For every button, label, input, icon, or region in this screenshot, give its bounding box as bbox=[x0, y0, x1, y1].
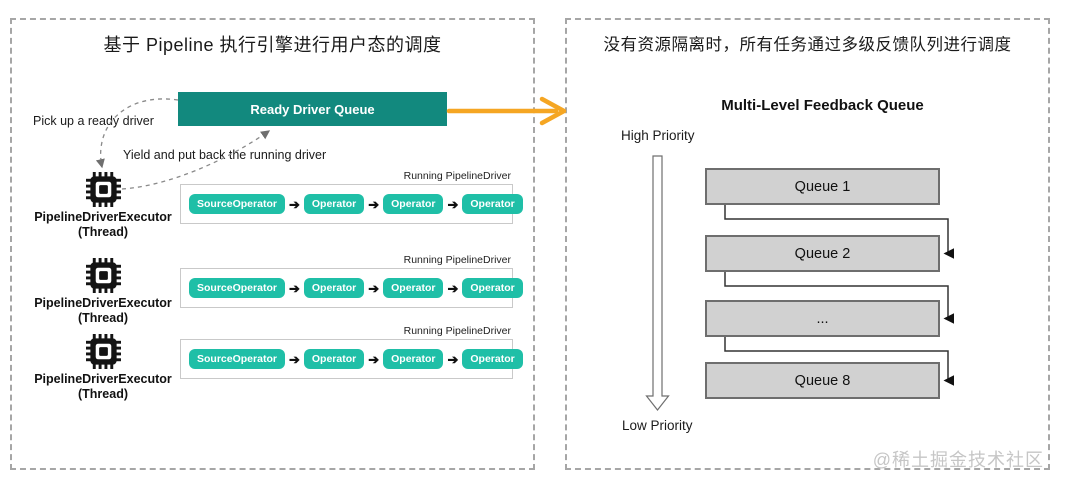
left-panel-title: 基于 Pipeline 执行引擎进行用户态的调度 bbox=[103, 35, 442, 55]
low-priority-label: Low Priority bbox=[622, 418, 693, 433]
operator-chip: Operator bbox=[303, 349, 365, 369]
executor-label: PipelineDriverExecutor bbox=[34, 210, 172, 224]
queue-box-2: Queue 2 bbox=[705, 235, 940, 272]
operator-chip: Operator bbox=[462, 278, 523, 298]
right-panel-title: 没有资源隔离时，所有任务通过多级反馈队列进行调度 bbox=[603, 36, 1012, 54]
left-panel: 基于 Pipeline 执行引擎进行用户态的调度 bbox=[10, 18, 535, 470]
executor-thread-label: (Thread) bbox=[78, 386, 128, 401]
flow-arrow-icon: ➔ bbox=[288, 351, 300, 367]
queue-box-ellipsis: ... bbox=[705, 300, 940, 337]
ready-driver-queue-box: Ready Driver Queue bbox=[178, 92, 447, 126]
queue-box-8: Queue 8 bbox=[705, 362, 940, 399]
running-pipeline-label: Running PipelineDriver bbox=[403, 254, 511, 266]
executor-label: PipelineDriverExecutor bbox=[34, 296, 172, 310]
executor-label: PipelineDriverExecutor bbox=[34, 372, 172, 386]
flow-arrow-icon: ➔ bbox=[447, 196, 459, 212]
flow-arrow-icon: ➔ bbox=[368, 351, 380, 367]
watermark: @稀土掘金技术社区 bbox=[872, 450, 1044, 470]
source-operator-chip: SourceOperator bbox=[189, 194, 285, 214]
executor-thread-label: (Thread) bbox=[78, 224, 128, 239]
source-operator-chip: SourceOperator bbox=[189, 349, 285, 369]
flow-arrow-icon: ➔ bbox=[447, 280, 459, 296]
yield-driver-note: Yield and put back the running driver bbox=[123, 148, 327, 162]
flow-arrow-icon: ➔ bbox=[288, 280, 300, 296]
mlfq-title: Multi-Level Feedback Queue bbox=[721, 97, 924, 114]
operator-chip: Operator bbox=[383, 278, 444, 298]
flow-arrow-icon: ➔ bbox=[447, 351, 459, 367]
pipeline-box: SourceOperator ➔ Operator ➔ Operator ➔ O… bbox=[180, 339, 523, 379]
running-pipeline-label: Running PipelineDriver bbox=[403, 170, 511, 182]
pipeline-box: SourceOperator ➔ Operator ➔ Operator ➔ O… bbox=[180, 268, 523, 308]
operator-chip: Operator bbox=[383, 194, 444, 214]
cpu-chip-icon bbox=[85, 334, 121, 369]
pipeline-box: SourceOperator ➔ Operator ➔ Operator ➔ O… bbox=[180, 184, 523, 224]
ready-driver-queue-label: Ready Driver Queue bbox=[250, 101, 375, 117]
source-operator-chip: SourceOperator bbox=[189, 278, 285, 298]
queue-label: Queue 2 bbox=[794, 245, 851, 262]
executor-thread-label: (Thread) bbox=[78, 310, 128, 325]
operator-chip: Operator bbox=[383, 349, 444, 369]
cpu-chip-icon bbox=[85, 172, 121, 207]
queue-label: Queue 1 bbox=[794, 178, 851, 195]
pipeline-driver-executor-3: PipelineDriverExecutor (Thread) bbox=[18, 334, 188, 401]
operator-chip: Operator bbox=[303, 278, 365, 298]
queue-box-1: Queue 1 bbox=[705, 168, 940, 205]
running-pipeline-driver-1: Running PipelineDriver SourceOperator ➔ … bbox=[180, 170, 523, 224]
flow-arrow-icon: ➔ bbox=[368, 280, 380, 296]
pipeline-driver-executor-2: PipelineDriverExecutor (Thread) bbox=[18, 258, 188, 325]
running-pipeline-label: Running PipelineDriver bbox=[403, 325, 511, 337]
running-pipeline-driver-3: Running PipelineDriver SourceOperator ➔ … bbox=[180, 325, 523, 379]
queue-label: ... bbox=[816, 310, 829, 327]
operator-chip: Operator bbox=[462, 194, 523, 214]
flow-arrow-icon: ➔ bbox=[368, 196, 380, 212]
pipeline-driver-executor-1: PipelineDriverExecutor (Thread) bbox=[18, 172, 188, 239]
operator-chip: Operator bbox=[462, 349, 523, 369]
flow-arrow-icon: ➔ bbox=[288, 196, 300, 212]
queue-label: Queue 8 bbox=[794, 372, 851, 389]
high-priority-label: High Priority bbox=[621, 128, 695, 143]
running-pipeline-driver-2: Running PipelineDriver SourceOperator ➔ … bbox=[180, 254, 523, 308]
operator-chip: Operator bbox=[303, 194, 365, 214]
pick-up-driver-note: Pick up a ready driver bbox=[33, 114, 154, 128]
cpu-chip-icon bbox=[85, 258, 121, 293]
